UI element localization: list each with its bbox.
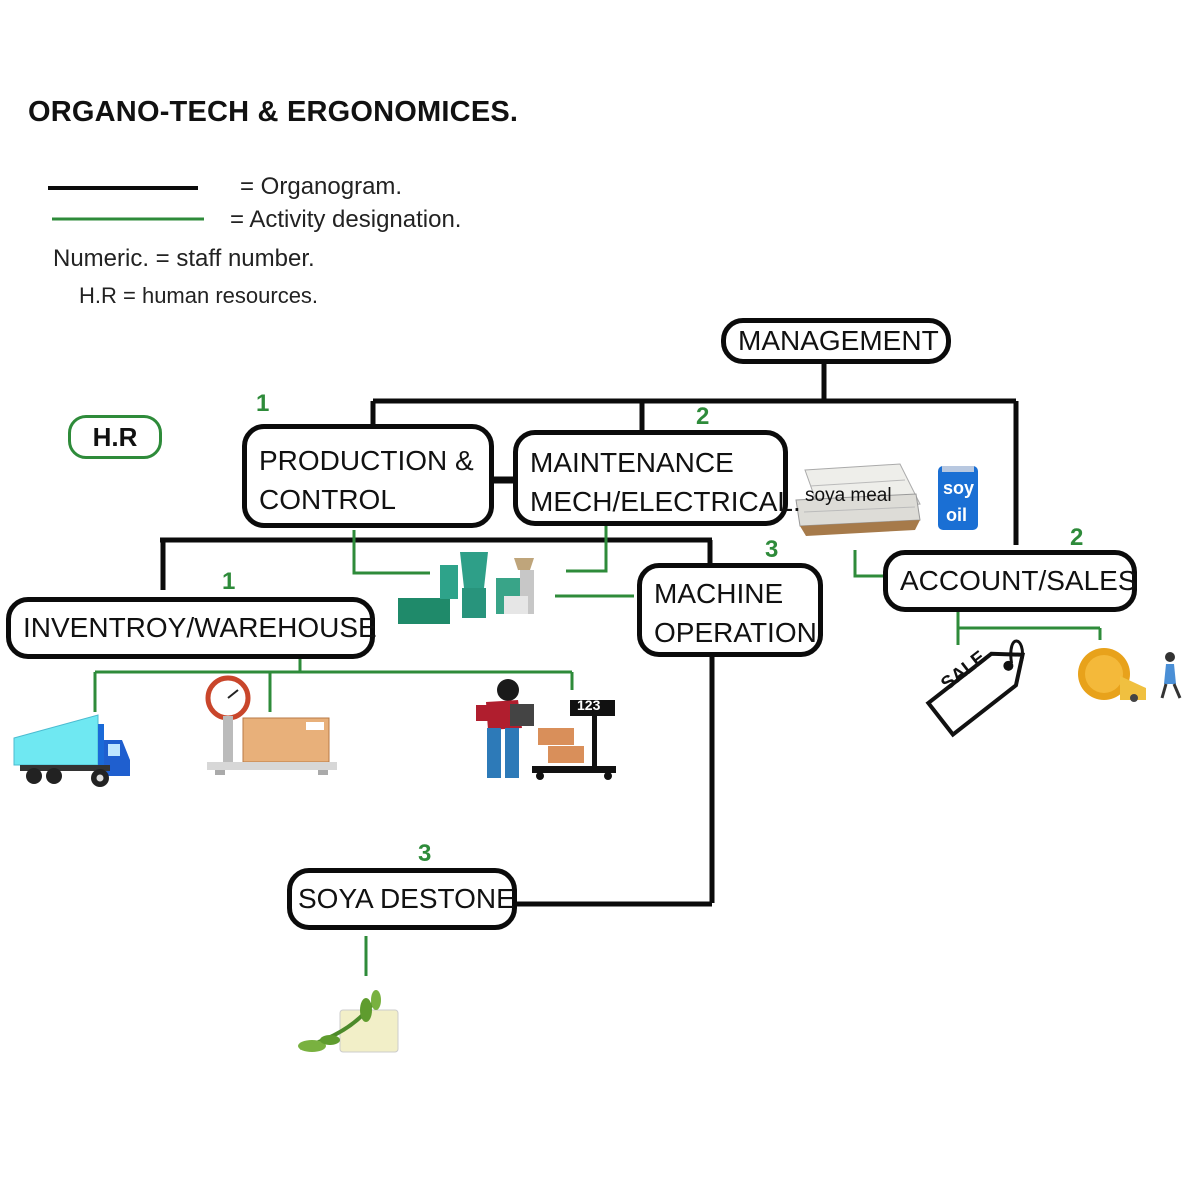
delivery-truck-icon	[13, 714, 130, 787]
legend-hr-label: H.R = human resources.	[79, 283, 319, 308]
machine-label-line1: MACHINE	[654, 578, 784, 609]
staff-number-production: 1	[256, 390, 270, 417]
scale-display-label: 123	[577, 697, 601, 713]
soy-oil-can-icon	[938, 466, 978, 530]
staff-number-account: 2	[1070, 524, 1084, 551]
sale-tag-icon	[925, 639, 1026, 738]
soya-meal-label: soya meal	[805, 485, 892, 506]
production-label-line1: PRODUCTION &	[259, 445, 474, 476]
soy-oil-label-bottom: oil	[946, 505, 967, 525]
production-control-node[interactable]: PRODUCTION & CONTROL	[242, 424, 494, 528]
soya-destone-label: SOYA DESTONE	[298, 883, 515, 914]
staff-number-inventory: 1	[222, 568, 236, 595]
account-sales-label: ACCOUNT/SALES	[900, 565, 1137, 596]
machine-operation-node[interactable]: MACHINE OPERATION	[637, 563, 823, 657]
soy-oil-label-top: soy	[943, 478, 975, 498]
management-node[interactable]: MANAGEMENT	[721, 318, 951, 364]
legend-activity-label: = Activity designation.	[230, 206, 462, 233]
worker-with-scale-icon	[476, 679, 616, 780]
weighing-scale-icon	[205, 675, 337, 775]
processing-machine-icon	[398, 552, 534, 624]
maintenance-label-line1: MAINTENANCE	[530, 447, 734, 478]
staff-number-machine: 3	[765, 536, 779, 563]
maintenance-label-line2: MECH/ELECTRICAL.	[530, 486, 801, 517]
inventory-warehouse-node[interactable]: INVENTROY/WAREHOUSE	[6, 597, 377, 659]
staff-number-soya-destone: 3	[418, 840, 432, 867]
coin-icon	[1078, 648, 1182, 702]
hr-node[interactable]: H.R	[68, 415, 162, 459]
activity-lines	[93, 525, 1102, 976]
maintenance-node[interactable]: MAINTENANCE MECH/ELECTRICAL.	[513, 430, 801, 526]
diagram-title: ORGANO-TECH & ERGONOMICES.	[28, 96, 519, 128]
legend-organogram-label: = Organogram.	[240, 173, 403, 200]
soya-destone-node[interactable]: SOYA DESTONE	[287, 868, 517, 930]
machine-label-line2: OPERATION	[654, 617, 817, 648]
account-sales-node[interactable]: ACCOUNT/SALES	[883, 550, 1137, 612]
soybean-plant-icon	[298, 990, 399, 1053]
production-label-line2: CONTROL	[259, 484, 396, 515]
inventory-label: INVENTROY/WAREHOUSE	[23, 612, 377, 643]
staff-number-maintenance: 2	[696, 403, 710, 430]
organogram-lines	[160, 362, 1019, 907]
management-label: MANAGEMENT	[738, 325, 939, 356]
legend-numeric-label: Numeric. = staff number.	[53, 245, 315, 272]
soya-meal-sacks-icon	[795, 463, 921, 536]
